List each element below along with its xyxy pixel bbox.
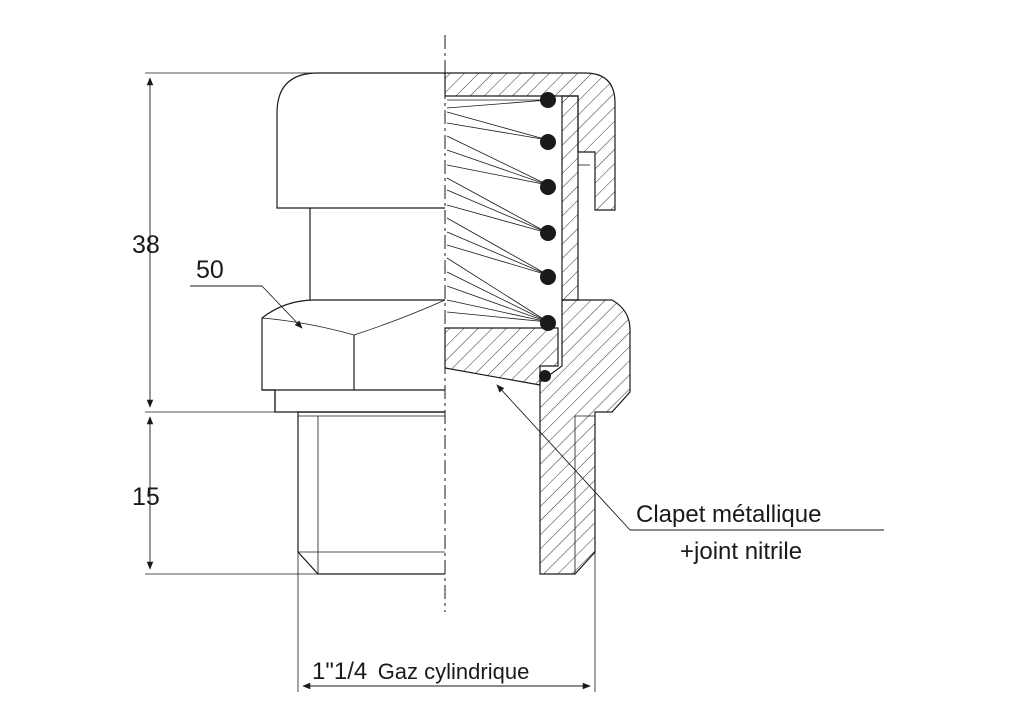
spring-coils <box>446 99 549 323</box>
valve-disc-section <box>444 327 559 386</box>
body-section <box>539 299 631 575</box>
dimension-38 <box>145 72 320 413</box>
thread-size: 1"1/4 <box>312 658 367 685</box>
thread-type: Gaz cylindrique <box>378 659 530 684</box>
collar-outline <box>262 389 445 413</box>
thread-dimension <box>297 552 596 692</box>
dimension-50-leader <box>190 285 303 329</box>
thread-body-outline <box>297 411 445 575</box>
thread-dimension-label: 1"1/4 Gaz cylindrique <box>312 658 529 685</box>
callout-leader <box>496 384 884 531</box>
dimension-15 <box>145 416 318 575</box>
hex-nut-outline <box>261 299 446 391</box>
dimension-50-label: 50 <box>196 256 224 284</box>
callout-line-1: Clapet métallique <box>636 501 821 528</box>
cap-outline <box>276 72 445 209</box>
dimension-38-label: 38 <box>132 231 160 259</box>
dimension-15-label: 15 <box>132 483 160 511</box>
cap-section <box>444 72 616 211</box>
callout-line-2: +joint nitrile <box>680 538 802 565</box>
